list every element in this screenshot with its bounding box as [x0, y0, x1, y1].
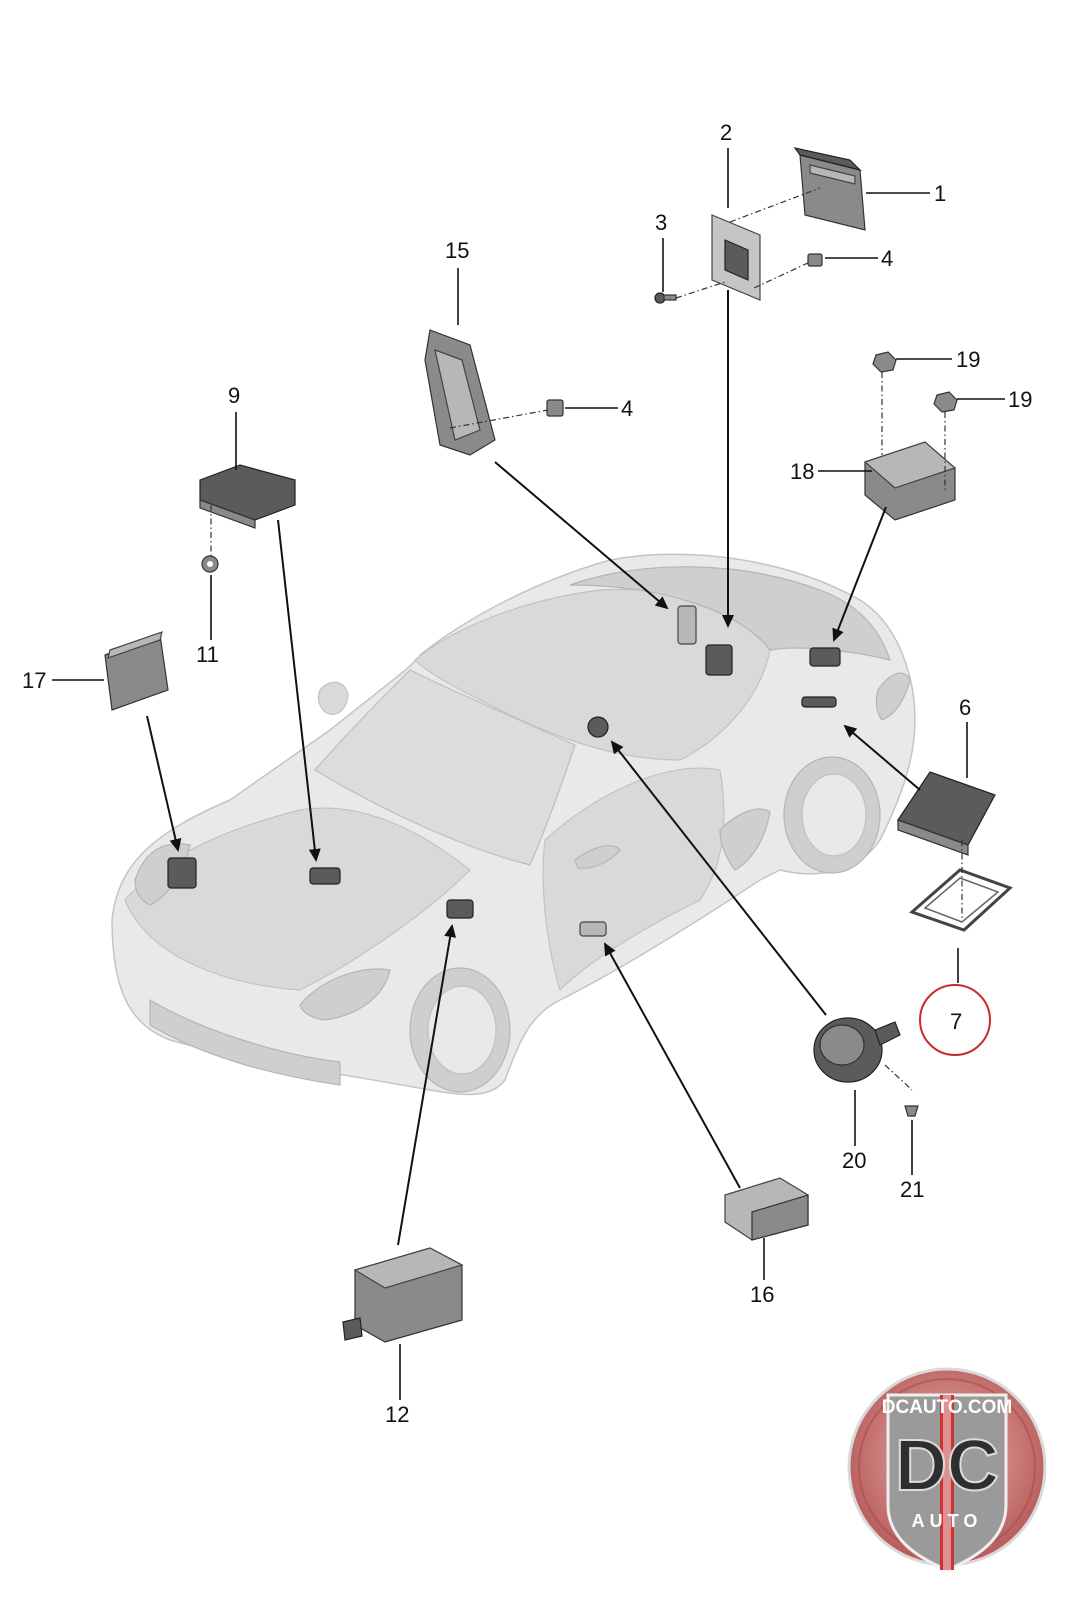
car-front-intake — [149, 998, 341, 1086]
location-arrows — [146, 290, 921, 1246]
callout-16: 16 — [750, 1282, 774, 1307]
assembly-lines — [210, 187, 963, 1091]
logo-top-text: DCAUTO.COM — [882, 1397, 1013, 1418]
callout-2: 2 — [720, 120, 732, 145]
installed-module-dash — [446, 899, 474, 919]
car-front-rim — [427, 985, 497, 1075]
part-4-clip-top — [807, 253, 823, 267]
car-rear-rim — [801, 773, 867, 857]
installed-module-rear-d — [801, 696, 837, 708]
installed-module-front — [167, 857, 197, 889]
car-rear-deck — [569, 566, 891, 661]
callout-18: 18 — [790, 459, 814, 484]
callout-3: 3 — [655, 210, 667, 235]
callout-7: 7 — [950, 1009, 962, 1034]
callout-7-highlight-ring — [919, 984, 991, 1056]
car-hood — [124, 807, 471, 991]
installed-module-hood — [309, 867, 341, 885]
part-20-horn — [813, 1017, 901, 1083]
installed-module-rear-c — [809, 647, 841, 667]
part-18-airbag-unit — [863, 441, 957, 521]
callout-4-top: 4 — [881, 246, 893, 271]
part-3-screw — [654, 292, 677, 304]
part-9-control-unit — [199, 464, 296, 529]
part-1-fuse-box — [793, 147, 866, 231]
part-17-control-unit — [104, 631, 169, 711]
callout-19-a: 19 — [956, 347, 980, 372]
car-mirror — [317, 681, 349, 715]
car-side-intake — [719, 808, 771, 871]
part-7-frame — [909, 868, 1013, 932]
callout-9: 9 — [228, 383, 240, 408]
leader-lines — [52, 148, 1005, 1400]
callout-20: 20 — [842, 1148, 866, 1173]
car-taillight — [875, 672, 911, 721]
part-19-nut-a — [872, 351, 897, 373]
part-19-nut-b — [933, 391, 958, 413]
callout-21: 21 — [900, 1177, 924, 1202]
part-21-clip — [904, 1105, 919, 1117]
installed-module-door — [579, 921, 607, 937]
part-15-control-unit — [424, 329, 496, 456]
part-16-control-unit — [724, 1177, 809, 1241]
callout-19-b: 19 — [1008, 387, 1032, 412]
installed-module-rear-b — [705, 644, 733, 676]
logo-letters: DC — [895, 1426, 999, 1506]
car-headlight-right — [299, 968, 391, 1021]
car-door-handle — [574, 845, 621, 869]
part-11-clip — [201, 555, 219, 573]
callout-11: 11 — [196, 642, 219, 667]
installed-module-rear-a — [677, 605, 697, 645]
part-4-clip-middle — [546, 399, 564, 417]
callout-12: 12 — [385, 1402, 409, 1427]
callout-17: 17 — [22, 668, 46, 693]
callout-labels: 1 2 3 4 4 6 7 9 11 12 15 16 17 18 19 19 … — [22, 120, 1032, 1427]
logo-bottom-text: AUTO — [912, 1511, 983, 1531]
dcauto-logo: DCAUTO.COM DC AUTO — [847, 1367, 1047, 1572]
car-windshield — [314, 669, 576, 866]
callout-6: 6 — [959, 695, 971, 720]
callout-1: 1 — [934, 181, 946, 206]
part-12-control-unit — [342, 1247, 464, 1343]
part-2-bracket — [711, 214, 761, 301]
installed-horn — [587, 716, 609, 738]
callout-15: 15 — [445, 238, 469, 263]
car-illustration — [111, 553, 916, 1096]
callout-4-middle: 4 — [621, 396, 633, 421]
part-6-module — [897, 771, 996, 856]
